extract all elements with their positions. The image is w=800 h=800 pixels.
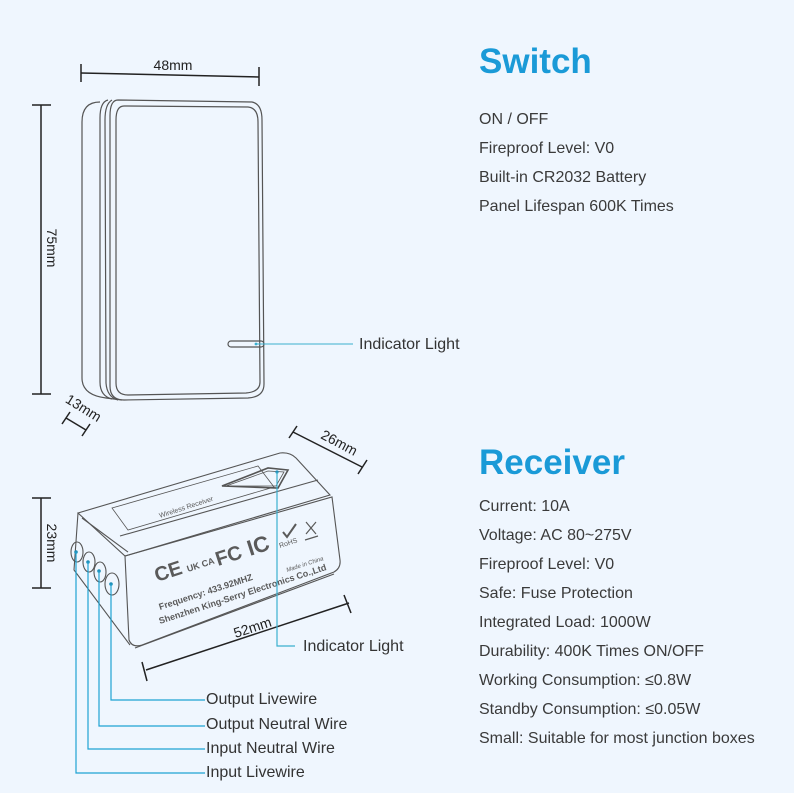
weee-bin-icon <box>304 521 319 541</box>
rohs-check-icon <box>282 523 297 539</box>
receiver-title: Receiver <box>479 443 625 482</box>
wire-label-input-livewire: Input Livewire <box>206 764 305 781</box>
receiver-spec: Working Consumption: ≤0.8W <box>479 672 692 689</box>
switch-spec: Panel Lifespan 600K Times <box>479 198 674 215</box>
receiver-depth-dimension: 26mm <box>288 425 368 475</box>
receiver-spec: Safe: Fuse Protection <box>479 585 633 602</box>
cert-ukca: UK CA <box>186 555 217 573</box>
cert-ic: IC <box>244 530 273 561</box>
switch-width-label: 48mm <box>154 57 193 73</box>
cert-fcc: FC <box>213 542 245 571</box>
switch-indicator-callout <box>254 342 353 346</box>
receiver-height-label: 23mm <box>44 524 60 563</box>
switch-spec: Fireproof Level: V0 <box>479 140 615 157</box>
receiver-spec: Fireproof Level: V0 <box>479 556 615 573</box>
receiver-spec: Current: 10A <box>479 498 570 515</box>
wire-label-input-neutral: Input Neutral Wire <box>206 740 335 757</box>
switch-height-label: 75mm <box>44 229 60 268</box>
output-neutral-line <box>98 571 205 727</box>
receiver-indicator-label: Indicator Light <box>303 638 404 655</box>
switch-spec: ON / OFF <box>479 111 549 128</box>
receiver-length-label: 52mm <box>231 614 273 641</box>
switch-height-dimension: 75mm <box>32 104 60 395</box>
switch-indicator-label: Indicator Light <box>359 336 460 353</box>
switch-width-dimension: 48mm <box>80 57 260 86</box>
receiver-depth-label: 26mm <box>318 426 360 458</box>
output-livewire-line <box>110 584 205 701</box>
receiver-spec: Durability: 400K Times ON/OFF <box>479 643 704 660</box>
receiver-spec: Voltage: AC 80~275V <box>479 527 632 544</box>
receiver-spec: Integrated Load: 1000W <box>479 614 651 631</box>
switch-title: Switch <box>479 42 592 81</box>
wire-label-output-livewire: Output Livewire <box>206 691 318 708</box>
receiver-height-dimension: 23mm <box>32 497 60 589</box>
input-neutral-line <box>87 562 205 750</box>
cert-rohs: RoHS <box>278 537 298 550</box>
wire-callouts <box>74 550 205 774</box>
receiver-indicator-light <box>221 467 290 489</box>
wire-label-output-neutral: Output Neutral Wire <box>206 716 348 733</box>
switch-spec: Built-in CR2032 Battery <box>479 169 647 186</box>
input-livewire-line <box>75 552 205 774</box>
receiver-label-title: Wireless Receiver <box>158 496 214 520</box>
receiver-spec: Standby Consumption: ≤0.05W <box>479 701 701 718</box>
switch-depth-dimension: 13mm <box>61 391 104 437</box>
receiver-spec: Small: Suitable for most junction boxes <box>479 730 755 747</box>
receiver-indicator-callout <box>275 470 295 647</box>
switch-body <box>81 99 265 401</box>
cert-ce: CE <box>152 557 185 587</box>
